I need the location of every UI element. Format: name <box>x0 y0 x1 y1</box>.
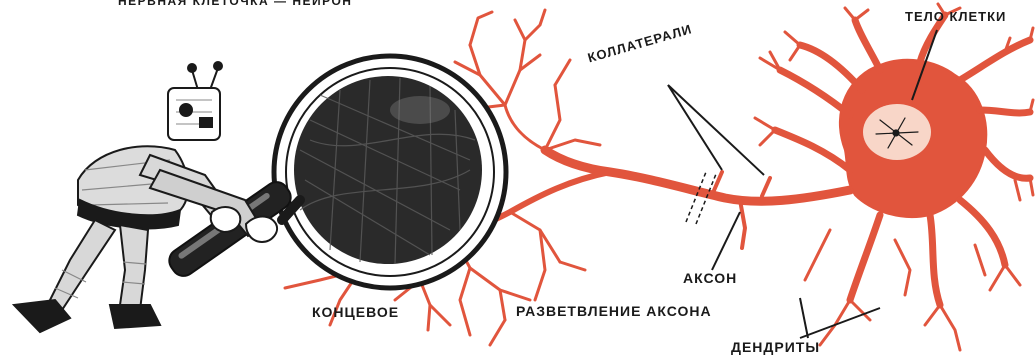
label-terminal-word2: РАЗВЕТВЛЕНИЕ АКСОНА <box>516 303 712 319</box>
robot <box>14 62 277 332</box>
label-axon: АКСОН <box>683 270 737 286</box>
lens-view <box>294 76 482 264</box>
dendrites-pointer-1 <box>800 308 880 338</box>
robot-leg-front <box>120 225 148 310</box>
axon-hillock-branch <box>740 200 745 248</box>
label-dendrites: ДЕНДРИТЫ <box>731 339 820 355</box>
robot-head <box>168 88 220 140</box>
robot-leg-back <box>50 220 115 310</box>
axon-pointer <box>712 212 740 270</box>
dendrites-pointer-2 <box>800 298 808 338</box>
robot-hand-back <box>211 207 241 232</box>
lens-highlight <box>390 96 450 124</box>
label-cell-body: ТЕЛО КЛЕТКИ <box>905 9 1006 24</box>
label-terminal-word1: КОНЦЕВОЕ <box>312 304 399 320</box>
collateral-2 <box>762 178 770 196</box>
robot-foot-right <box>110 305 160 328</box>
robot-hand-front <box>246 217 277 243</box>
